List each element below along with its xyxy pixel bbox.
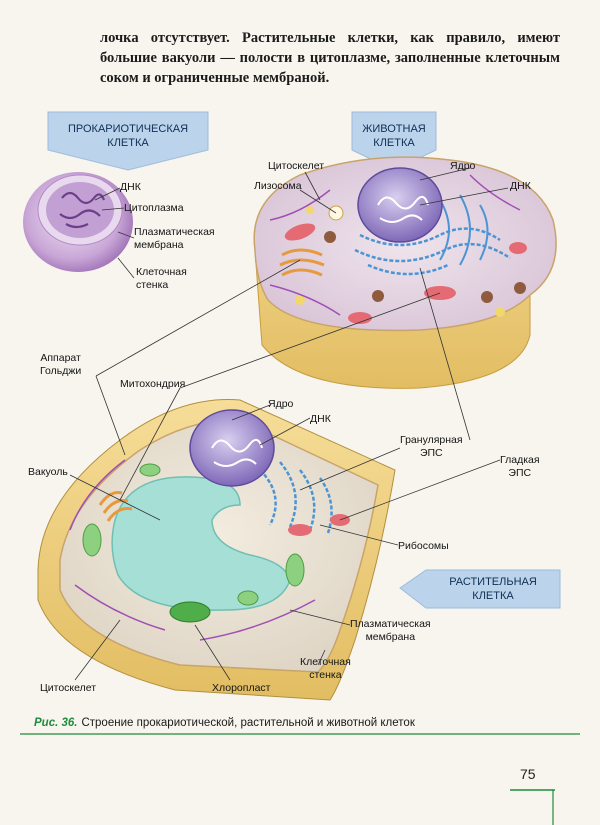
label-granular-er-line2: ЭПС — [419, 446, 443, 459]
label-ribosomes: Рибосомы — [398, 540, 449, 552]
label-granular-er: Гранулярная ЭПС — [400, 434, 463, 459]
label-smooth-er: Гладкая ЭПС — [500, 454, 540, 479]
prokaryotic-header-line2: КЛЕТКА — [107, 137, 149, 149]
animal-header-line1: ЖИВОТНАЯ — [362, 123, 426, 135]
label-plasma-membrane-prokaryotic: Плазматическая мембрана — [134, 226, 215, 251]
animal-cell — [253, 156, 557, 389]
plant-cell — [37, 399, 396, 701]
leader-lines — [69, 167, 509, 681]
figure-caption-text: Строение прокариотической, растительной … — [81, 717, 415, 729]
label-cell-wall-prokaryotic-line2: стенка — [136, 278, 169, 291]
prokaryotic-cell — [23, 172, 133, 272]
label-cytoplasm: Цитоплазма — [124, 202, 184, 214]
label-vacuole: Вакуоль — [28, 466, 68, 478]
label-smooth-er-line1: Гладкая — [500, 454, 540, 466]
page-number: 75 — [520, 766, 536, 782]
plant-header-line1: РАСТИТЕЛЬНАЯ — [449, 576, 537, 588]
figure-number: Рис. 36. — [34, 717, 78, 729]
plant-header: РАСТИТЕЛЬНАЯ КЛЕТКА — [426, 575, 560, 603]
label-plasma-membrane-plant-line2: мембрана — [365, 630, 416, 643]
label-cell-wall-plant: Клеточная стенка — [300, 656, 351, 681]
label-nucleus-animal: Ядро — [450, 160, 476, 172]
label-smooth-er-line2: ЭПС — [508, 466, 532, 479]
label-lysosome: Лизосома — [254, 180, 302, 192]
plant-arrow — [399, 569, 561, 609]
label-plasma-membrane-plant: Плазматическая мембрана — [350, 618, 431, 643]
prokaryotic-header: ПРОКАРИОТИЧЕСКАЯ КЛЕТКА — [48, 122, 208, 150]
animal-header: ЖИВОТНАЯ КЛЕТКА — [352, 122, 436, 150]
label-mitochondria: Митохондрия — [120, 378, 186, 390]
label-nucleus-plant: Ядро — [268, 398, 294, 410]
label-cell-wall-prokaryotic-line1: Клеточная — [136, 266, 187, 278]
intro-paragraph: лочка отсутствует. Растительные клетки, … — [100, 30, 560, 86]
prokaryotic-header-line1: ПРОКАРИОТИЧЕСКАЯ — [67, 123, 189, 135]
label-golgi: Аппарат Гольджи — [40, 352, 81, 377]
label-cell-wall-plant-line2: стенка — [309, 668, 342, 681]
label-dnk-plant: ДНК — [310, 413, 331, 425]
label-cytoskeleton-animal: Цитоскелет — [268, 160, 325, 172]
label-cytoskeleton-plant: Цитоскелет — [40, 682, 97, 694]
label-plasma-membrane-prokaryotic-line1: Плазматическая — [134, 226, 215, 238]
label-granular-er-line1: Гранулярная — [400, 434, 463, 446]
figure-caption: Рис. 36.Строение прокариотической, расти… — [34, 717, 415, 729]
label-golgi-line2: Гольджи — [40, 364, 82, 377]
label-golgi-line1: Аппарат — [40, 352, 81, 364]
animal-header-line2: КЛЕТКА — [373, 137, 415, 149]
label-plasma-membrane-prokaryotic-line2: мембрана — [134, 238, 184, 251]
prokaryotic-arrow — [47, 111, 209, 171]
plant-header-line2: КЛЕТКА — [472, 590, 514, 602]
label-chloroplast: Хлоропласт — [212, 682, 271, 694]
label-plasma-membrane-plant-line1: Плазматическая — [350, 618, 431, 630]
label-dnk-prokaryotic: ДНК — [120, 181, 141, 193]
label-cell-wall-prokaryotic: Клеточная стенка — [136, 266, 187, 291]
label-cell-wall-plant-line1: Клеточная — [300, 656, 351, 668]
label-dnk-animal: ДНК — [510, 180, 531, 192]
